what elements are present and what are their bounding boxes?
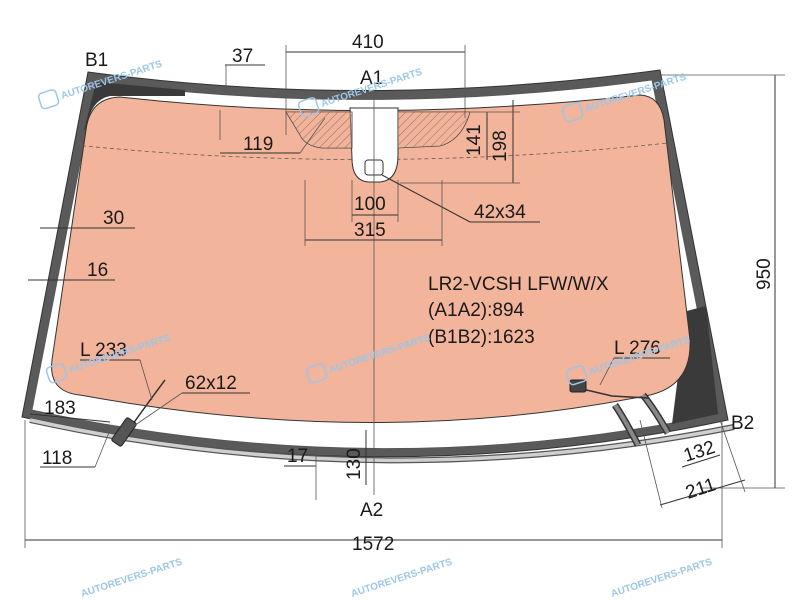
label-141: 141: [464, 124, 485, 156]
glass-area: [51, 94, 691, 423]
label-17: 17: [287, 446, 308, 467]
label-119: 119: [243, 134, 273, 155]
watermark-7: AUTOREVERS-PARTS: [80, 557, 184, 600]
a1a2-length: (A1A2):894: [428, 300, 525, 321]
watermark-8-text: AUTOREVERS-PARTS: [350, 557, 454, 600]
label-950: 950: [754, 258, 775, 290]
watermark-9: AUTOREVERS-PARTS: [610, 557, 714, 600]
label-l233: L 233: [80, 340, 127, 361]
label-62x12: 62x12: [185, 373, 237, 394]
dim-211-line: [659, 479, 746, 506]
label-100: 100: [354, 194, 386, 215]
label-198: 198: [490, 130, 511, 162]
b1b2-length: (B1B2):1623: [428, 327, 535, 348]
dim-62x12-leader: [127, 392, 183, 431]
dim-118-leader: [94, 429, 111, 468]
label-16: 16: [87, 260, 108, 281]
dim-42x34-leader: [381, 174, 471, 223]
dim-l233-leader: [139, 359, 153, 401]
blackout-top-left: [84, 82, 185, 130]
label-b2: B2: [731, 413, 754, 434]
dim-211-ext-left: [639, 419, 663, 509]
sensor-zone-right: [397, 111, 471, 149]
part-code: LR2-VCSH LFW/W/X: [428, 274, 609, 295]
label-a1: A1: [360, 68, 383, 89]
label-37: 37: [232, 46, 253, 67]
dim-l276-leader: [599, 357, 615, 386]
label-211: 211: [683, 474, 718, 503]
label-315: 315: [354, 220, 386, 241]
label-132: 132: [681, 437, 718, 467]
sensor-wire: [577, 387, 649, 399]
watermark-8: AUTOREVERS-PARTS: [350, 557, 454, 600]
watermark-7-text: AUTOREVERS-PARTS: [80, 557, 184, 600]
sensor-zone-left: [285, 111, 353, 149]
dim-119-leader: [299, 117, 326, 154]
heater-wire-right-1-inner: [613, 403, 640, 446]
label-130: 130: [344, 448, 365, 480]
rain-sensor-plug: [569, 379, 587, 393]
label-a2: A2: [360, 500, 383, 521]
label-410: 410: [352, 32, 384, 53]
label-183: 183: [44, 398, 76, 419]
dim-183-line: [29, 413, 111, 423]
sensor-zone-fill-left: [286, 112, 352, 148]
dim-132-line: [681, 454, 721, 468]
label-42x34: 42x34: [474, 202, 526, 223]
connector-left: [111, 417, 137, 447]
label-118: 118: [42, 448, 72, 469]
sensor-zone-fill-right: [398, 112, 470, 148]
label-1572: 1572: [352, 534, 394, 555]
watermark-9-text: AUTOREVERS-PARTS: [610, 557, 714, 600]
label-30: 30: [103, 208, 124, 229]
label-b1: B1: [85, 50, 108, 71]
dim-211-ext-right: [719, 419, 746, 493]
label-l276: L 276: [614, 338, 661, 359]
